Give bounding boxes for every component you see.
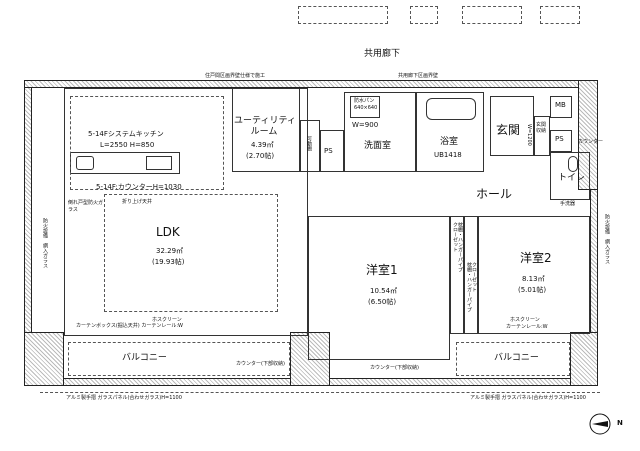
outer-wall-top	[24, 80, 594, 88]
kitchen-sink	[76, 156, 94, 170]
bottom-dimension-line	[40, 392, 600, 393]
bath-room	[416, 92, 484, 172]
corridor-label: 共用廊下	[364, 49, 401, 59]
column-top-right	[578, 80, 598, 190]
note-sky-screen-2: ホスクリーン	[510, 317, 540, 323]
closet1-box	[450, 216, 464, 334]
note-counter-toilet: カウンター	[578, 139, 604, 145]
balcony-left-name: バルコニー	[122, 353, 167, 363]
utility-shelf	[300, 120, 320, 172]
bedroom2-area: 8.13㎡	[522, 275, 545, 283]
closet2-label: クローゼット 枕棚・ハンガーパイプ	[466, 262, 477, 312]
compass-label: N	[617, 419, 623, 427]
utility-area: 4.39㎡	[251, 141, 274, 149]
closet1-label: 枕棚・ハンガーパイプ クローゼット	[452, 222, 463, 272]
compass-icon	[589, 413, 611, 435]
bath-name: 浴室	[440, 137, 459, 147]
utility-tatami: (2.70帖)	[246, 152, 275, 160]
mb-box	[550, 96, 572, 118]
note-hand-washer: 手洗器	[560, 201, 576, 207]
bedroom2-room	[478, 216, 590, 334]
ldk-room	[64, 88, 308, 336]
ps-box-2	[550, 130, 572, 152]
balcony-right-area	[456, 342, 570, 376]
kitchen-counter-label: 5-14F:カウンターH=1030	[96, 183, 182, 191]
entrance-area	[490, 96, 534, 156]
note-counter-lower-storage-2: カウンター(下部収納)	[370, 365, 419, 371]
mb-label: MB	[555, 101, 566, 109]
ldk-area: 32.29㎡	[156, 247, 184, 255]
ldk-fold-up-ceiling	[104, 194, 278, 312]
ldk-tatami: (19.93帖)	[152, 258, 185, 266]
bedroom1-tatami: (6.50帖)	[368, 298, 397, 306]
column-bottom-left	[24, 332, 64, 386]
note-curtain-box: カーテンボックス(掘込天井) カーテンレール:W	[76, 323, 183, 329]
bath-unit: UB1418	[434, 151, 462, 159]
bedroom2-name: 洋室2	[520, 251, 552, 265]
entrance-storage-label: 玄関 収納	[536, 122, 547, 134]
bedroom1-name: 洋室1	[366, 263, 398, 277]
washroom-name: 洗面室	[364, 141, 392, 151]
ps2-label: PS	[555, 135, 564, 143]
washer-pan-box	[350, 96, 380, 118]
note-movable-shelf: 可動棚	[306, 136, 312, 151]
kitchen-dashed-area	[70, 96, 224, 190]
toilet-fixture	[568, 156, 578, 172]
note-residence-boundary: 住戸間区画界壁仕様で施工	[205, 73, 266, 79]
utility-name: ユーティリティ ルーム	[234, 116, 296, 137]
note-sky-screen-box: ホスクリーン	[152, 317, 182, 323]
entrance-name: 玄関	[496, 123, 521, 137]
note-curtain-rail-2: カーテンレール:W	[506, 324, 548, 330]
note-balcony-rail-right: アルミ製手摺 ガラスパネル(合わせガラス)H=1100	[470, 395, 586, 401]
note-fold-up-ceiling: 折り上げ天井	[122, 199, 153, 205]
corridor-outline-4	[540, 6, 580, 24]
entrance-storage-width: W=1200	[526, 124, 532, 146]
bedroom1-area: 10.54㎡	[370, 287, 398, 295]
kitchen-label: 5-14Fシステムキッチン	[88, 130, 164, 138]
note-fixed-glass-left: 防火設備 網入ガラス	[42, 218, 48, 268]
entrance-storage-box	[534, 116, 550, 156]
bedroom1-room	[308, 216, 450, 360]
corridor-outline-2	[410, 6, 438, 24]
ps1-label: PS	[324, 147, 333, 155]
toilet-name: トイレ	[558, 173, 586, 183]
bedroom2-tatami: (5.01帖)	[518, 286, 547, 294]
bath-tub	[426, 98, 476, 120]
kitchen-dims-label: L=2550 H=850	[100, 141, 155, 149]
closet2-box	[464, 216, 478, 334]
toilet-room	[550, 152, 590, 200]
note-fixed-glass-right: 防火設備 網入ガラス	[604, 214, 610, 264]
kitchen-cooktop	[146, 156, 172, 170]
corridor-outline-3	[462, 6, 522, 24]
ps-box-1	[320, 130, 344, 172]
hall-name: ホール	[476, 187, 513, 201]
utility-room	[232, 88, 300, 172]
balcony-right-name: バルコニー	[494, 353, 539, 363]
note-counter-lower-storage-1: カウンター(下部収納)	[236, 361, 285, 367]
ldk-name: LDK	[156, 225, 180, 239]
note-fireproof-glass: 倒れ戸型防火ガラス	[68, 200, 104, 213]
washer-pan-label: 防水パン 640×640	[354, 98, 378, 111]
balcony-left-area	[68, 342, 290, 376]
note-balcony-rail-left: アルミ製手摺 ガラスパネル(合わせガラス)H=1100	[66, 395, 182, 401]
washroom-room	[344, 92, 416, 172]
note-corridor-boundary: 共用廊下区画界壁	[398, 73, 439, 79]
column-bottom-right	[570, 332, 598, 386]
washer-width-label: W=900	[352, 121, 379, 129]
corridor-outline-1	[298, 6, 388, 24]
